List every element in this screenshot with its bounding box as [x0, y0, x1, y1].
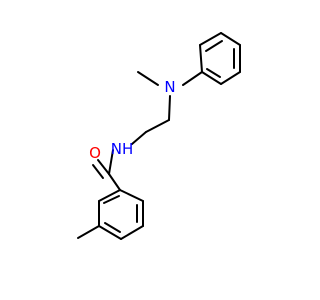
structure-diagram: O NH N — [77, 32, 241, 240]
toluyl-ring — [77, 189, 144, 240]
atom-oxygen: O — [89, 144, 101, 162]
bond-ring-double — [206, 68, 221, 78]
bond-ring — [201, 71, 222, 85]
amine-nitrogen-label: N — [164, 78, 175, 96]
bond-ring — [120, 225, 144, 240]
bond-n-ch2 — [168, 95, 171, 121]
bond-ring — [98, 189, 121, 202]
amide-group — [92, 149, 121, 191]
chain — [131, 71, 171, 145]
bond-n-phenyl — [182, 71, 203, 86]
molecule-canvas: O NH N — [77, 32, 241, 240]
oxygen-label: O — [89, 144, 101, 162]
bond-ring — [220, 32, 241, 46]
bond-ring — [119, 189, 144, 202]
bond-carbonyl — [97, 159, 110, 175]
atom-amide-nitrogen: NH — [111, 140, 134, 158]
bond-ring — [199, 44, 203, 73]
bond-carbonyl-double — [92, 164, 104, 179]
bond-ring-double — [205, 40, 223, 52]
atom-amine-nitrogen: N — [164, 78, 175, 96]
bond-ring — [199, 32, 222, 46]
bond-ring-methyl — [77, 225, 100, 239]
amide-nitrogen-label: NH — [111, 140, 134, 158]
bond-n-methyl — [137, 71, 159, 86]
bond-ring-double — [103, 195, 120, 204]
bond-carbonyl-ring — [108, 173, 121, 191]
bond-ring — [220, 71, 241, 85]
bond-ring — [98, 225, 122, 240]
bond-ch2-ch2 — [145, 119, 170, 133]
phenyl-ring — [182, 32, 241, 86]
bond-nh-carbonyl — [108, 149, 114, 175]
bond-ch2-nh — [131, 131, 147, 145]
bond-ring-double — [104, 222, 121, 233]
